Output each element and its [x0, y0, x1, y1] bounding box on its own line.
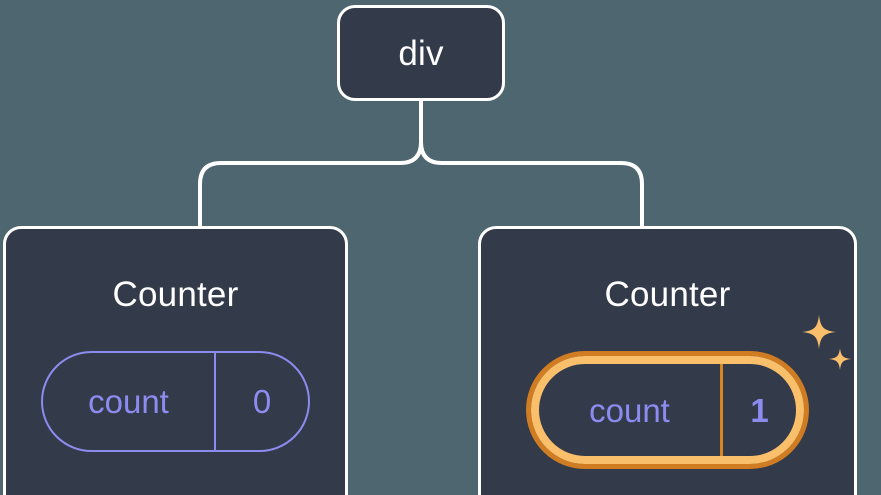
- state-value-left: 0: [252, 383, 272, 420]
- state-key-right: count: [539, 364, 723, 456]
- node-counter-right-label: Counter: [604, 275, 731, 314]
- state-pill-left-wrap: count 0: [6, 351, 345, 452]
- state-pill-right[interactable]: count 1: [531, 356, 804, 464]
- node-div[interactable]: div: [337, 5, 505, 101]
- state-value-right: 1: [750, 391, 769, 429]
- node-counter-right[interactable]: Counter count 1: [478, 226, 857, 495]
- state-pill-right-wrap: count 1: [481, 351, 854, 469]
- node-div-label: div: [398, 33, 444, 73]
- state-pill-left[interactable]: count 0: [41, 351, 310, 452]
- connector-path-left: [198, 99, 423, 228]
- state-key-left: count: [43, 353, 216, 450]
- node-counter-left[interactable]: Counter count 0: [3, 226, 348, 495]
- node-counter-left-label: Counter: [112, 275, 239, 314]
- state-pill-right-ring: count 1: [526, 351, 809, 469]
- connector-path-right: [419, 99, 644, 228]
